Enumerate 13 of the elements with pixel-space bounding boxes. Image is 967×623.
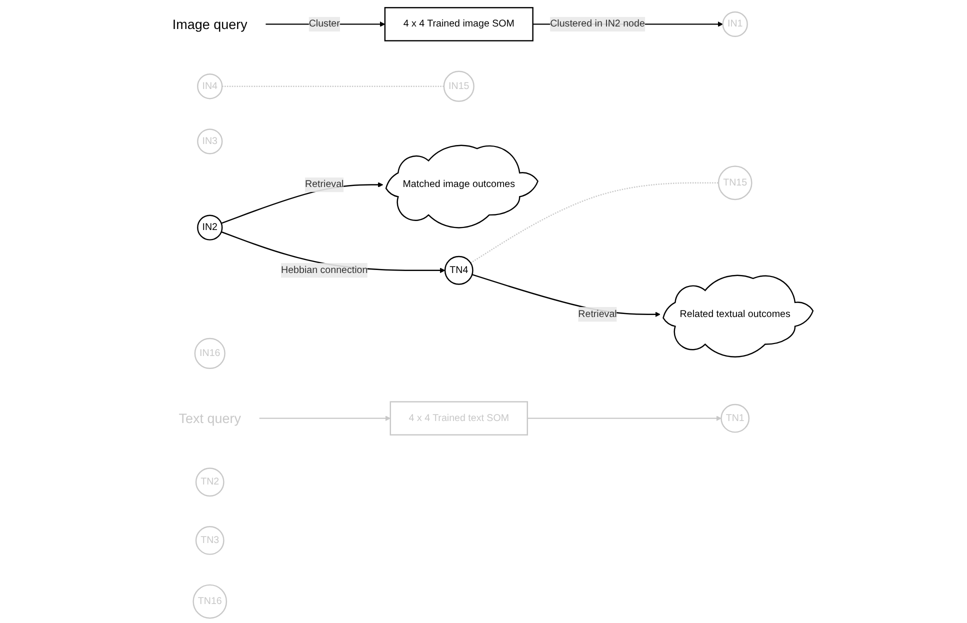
node-text: Image query: [172, 16, 248, 32]
edge-label: Cluster: [308, 18, 340, 30]
edge-label: Clustered in IN2 node: [550, 18, 645, 30]
connector: [470, 182, 719, 264]
edge-label: Hebbian connection: [281, 264, 368, 276]
edge-label: Retrieval: [578, 308, 617, 320]
arrow: [259, 416, 391, 422]
node-circle: TN4: [444, 256, 474, 285]
node-circle: IN2: [197, 214, 223, 240]
arrow: [527, 416, 722, 422]
connector: [222, 86, 444, 87]
node-box: 4 x 4 Trained image SOM: [384, 7, 534, 42]
edge-label: Retrieval: [305, 179, 344, 190]
